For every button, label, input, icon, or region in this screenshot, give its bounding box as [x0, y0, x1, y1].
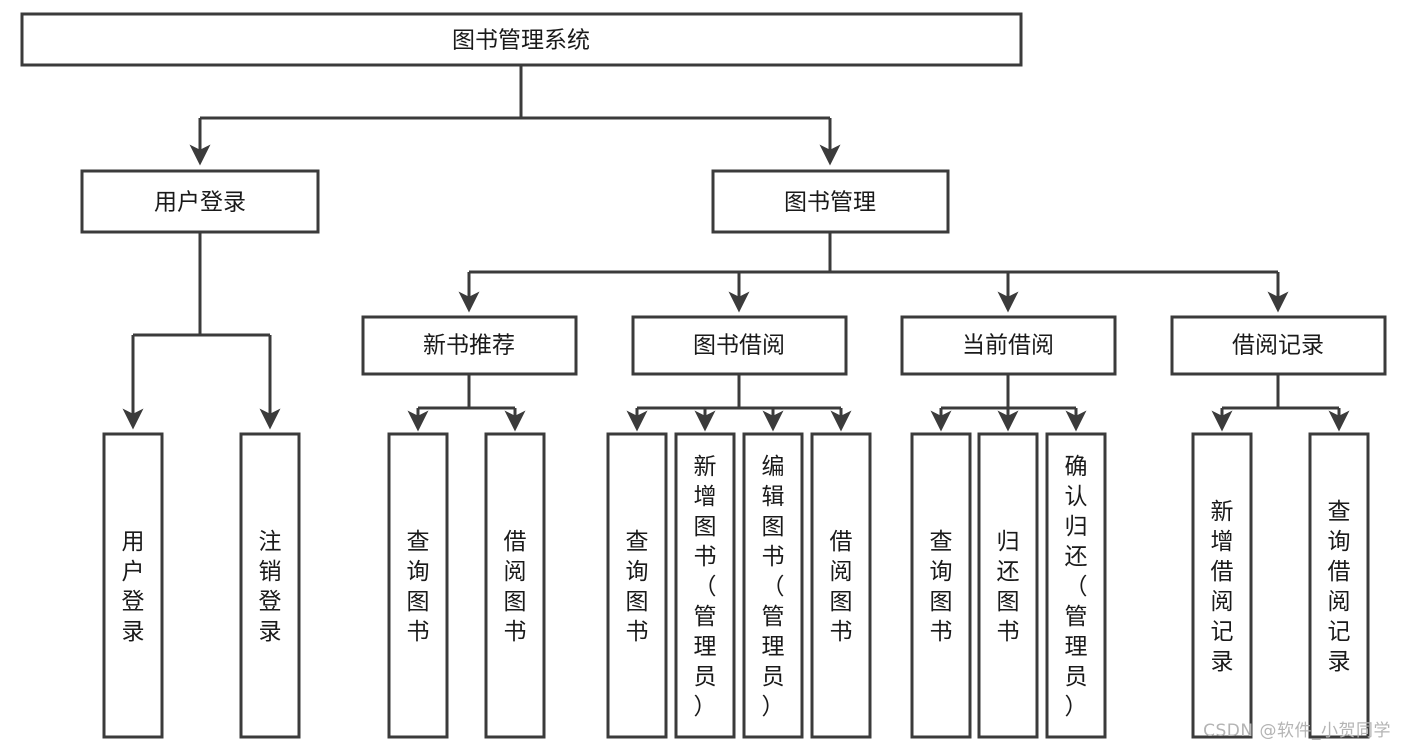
leaf-query-book-3[interactable]: 查询图书 — [910, 432, 972, 739]
leaf-query-book-3-box[interactable] — [910, 432, 972, 739]
leaf-add-record-box[interactable] — [1191, 432, 1253, 739]
node-user-login-box[interactable] — [80, 169, 320, 234]
leaf-user-login-label: 用户登录 — [122, 529, 145, 645]
node-new-book-recommend[interactable]: 新书推荐 — [361, 315, 578, 376]
node-borrow-record-box[interactable] — [1170, 315, 1387, 376]
connector-layer — [122, 66, 1350, 432]
leaf-borrow-book-1-label: 借阅图书 — [504, 529, 527, 645]
node-book-management[interactable]: 图书管理 — [711, 169, 950, 234]
leaf-query-record-box[interactable] — [1308, 432, 1370, 739]
leaf-user-login[interactable]: 用户登录 — [102, 432, 164, 739]
node-borrow-record[interactable]: 借阅记录 — [1170, 315, 1387, 376]
node-current-borrow[interactable]: 当前借阅 — [900, 315, 1117, 376]
leaf-query-book-1-box[interactable] — [387, 432, 449, 739]
leaf-query-book-2[interactable]: 查询图书 — [606, 432, 668, 739]
leaf-query-book-2-label: 查询图书 — [626, 529, 649, 645]
leaf-confirm-return-box[interactable] — [1045, 432, 1107, 739]
leaf-return-book[interactable]: 归还图书 — [977, 432, 1039, 739]
leaf-query-book-1-label: 查询图书 — [407, 529, 430, 645]
node-current-borrow-label: 当前借阅 — [962, 333, 1054, 359]
leaf-user-login-box[interactable] — [102, 432, 164, 739]
node-root[interactable]: 图书管理系统 — [20, 12, 1023, 67]
leaf-add-book-box[interactable] — [674, 432, 736, 739]
leaf-return-book-label: 归还图书 — [997, 529, 1020, 645]
node-book-management-label: 图书管理 — [784, 190, 876, 216]
node-root-box[interactable] — [20, 12, 1023, 67]
node-borrow-record-label: 借阅记录 — [1232, 333, 1324, 359]
node-book-borrow-box[interactable] — [631, 315, 848, 376]
leaf-borrow-book-2-box[interactable] — [810, 432, 872, 739]
node-book-borrow[interactable]: 图书借阅 — [631, 315, 848, 376]
leaf-return-book-box[interactable] — [977, 432, 1039, 739]
node-user-login-label: 用户登录 — [154, 190, 246, 216]
node-user-login[interactable]: 用户登录 — [80, 169, 320, 234]
leaf-query-book-1[interactable]: 查询图书 — [387, 432, 449, 739]
leaf-borrow-book-2[interactable]: 借阅图书 — [810, 432, 872, 739]
leaf-edit-book[interactable]: 编辑图书（管理员） — [742, 432, 804, 739]
node-root-label: 图书管理系统 — [452, 28, 590, 54]
leaf-query-book-3-label: 查询图书 — [930, 529, 953, 645]
node-new-book-recommend-box[interactable] — [361, 315, 578, 376]
leaf-query-book-2-box[interactable] — [606, 432, 668, 739]
leaf-borrow-book-1-box[interactable] — [484, 432, 546, 739]
node-book-management-box[interactable] — [711, 169, 950, 234]
csdn-watermark: CSDN @软件_小贺同学 — [1203, 721, 1391, 741]
leaf-borrow-book-2-label: 借阅图书 — [830, 529, 853, 645]
node-current-borrow-box[interactable] — [900, 315, 1117, 376]
leaf-confirm-return-label: 确认归还（管理员） — [1065, 454, 1088, 720]
leaf-edit-book-box[interactable] — [742, 432, 804, 739]
leaf-add-record[interactable]: 新增借阅记录 — [1191, 432, 1253, 739]
leaf-query-record-label: 查询借阅记录 — [1328, 499, 1351, 675]
leaf-add-book-label: 新增图书（管理员） — [694, 454, 717, 720]
leaf-logout-login-label: 注销登录 — [259, 529, 282, 645]
leaf-logout-login-box[interactable] — [239, 432, 301, 739]
leaf-borrow-book-1[interactable]: 借阅图书 — [484, 432, 546, 739]
leaf-logout-login[interactable]: 注销登录 — [239, 432, 301, 739]
node-book-borrow-label: 图书借阅 — [693, 333, 785, 359]
leaf-confirm-return[interactable]: 确认归还（管理员） — [1045, 432, 1107, 739]
leaf-edit-book-label: 编辑图书（管理员） — [762, 454, 785, 720]
leaf-add-record-label: 新增借阅记录 — [1211, 499, 1234, 675]
node-new-book-recommend-label: 新书推荐 — [423, 333, 515, 359]
leaf-query-record[interactable]: 查询借阅记录 — [1308, 432, 1370, 739]
leaf-add-book[interactable]: 新增图书（管理员） — [674, 432, 736, 739]
